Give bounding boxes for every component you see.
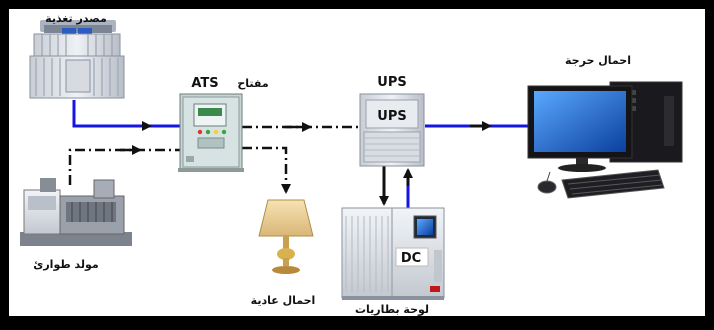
ups-title-label: UPS <box>377 75 406 90</box>
ats-tag-label: ATS <box>191 76 218 91</box>
computer-icon <box>527 81 683 199</box>
ats-to-normal-loads-line <box>242 146 291 194</box>
generator-label: مولد طوارئ <box>33 258 98 271</box>
lamp-icon <box>258 199 314 274</box>
power-source-label: مصدر تغذية <box>45 12 107 25</box>
generator-icon <box>20 178 132 246</box>
ats-switch-label: مفتاح <box>237 77 268 90</box>
battery-cabinet-icon <box>341 207 445 300</box>
switch-cabinet-icon <box>178 93 244 172</box>
ups-cabinet-icon <box>359 93 425 167</box>
ups-box-label: UPS <box>377 109 406 124</box>
battery-panel-label: لوحة بطاريات <box>355 303 429 316</box>
dc-label: DC <box>401 251 421 266</box>
generator-feed-line <box>68 148 180 185</box>
transformer-icon <box>29 20 125 99</box>
critical-loads-label: احمال حرجة <box>565 54 631 67</box>
normal-loads-label: احمال عادية <box>251 294 316 307</box>
